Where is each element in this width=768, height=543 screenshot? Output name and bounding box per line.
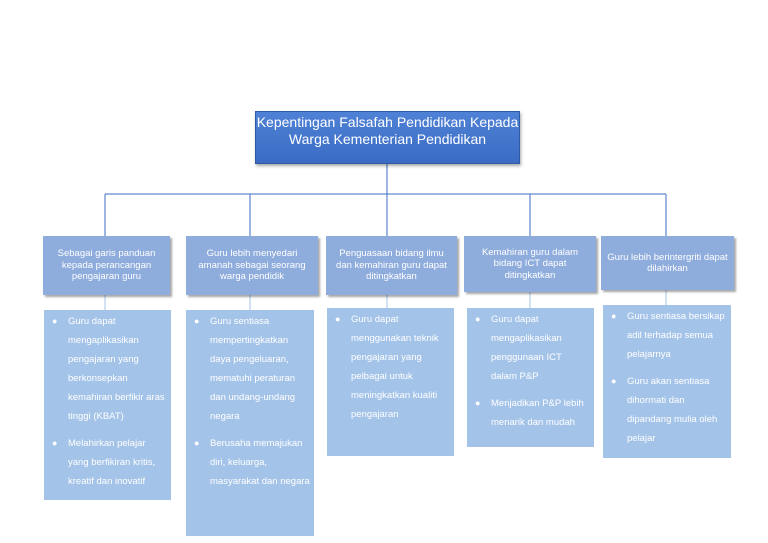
branch-4-heading-text: Kemahiran guru dalam bidang ICT dapat di… [481,246,579,281]
branch-3-details: ●Guru dapat menggunakan teknik pengajara… [327,308,454,456]
root-title: Kepentingan Falsafah Pendidikan Kepada W… [256,114,519,147]
branch-5-heading-text: Guru lebih berintergriti dapat dilahirka… [607,251,728,275]
branch-5-details: ●Guru sentiasa bersikap adil terhadap se… [603,305,731,458]
branch-2-details: ●Guru sentiasa mempertingkatkan daya pen… [186,310,314,536]
branch-4-details: ●Guru dapat mengaplikasikan penggunaan I… [467,308,594,447]
list-item: ●Guru dapat menggunakan teknik pengajara… [335,314,439,420]
branch-3-heading-text: Penguasaan bidang ilmu dan kemahiran gur… [336,248,447,283]
list-item: ●Guru sentiasa bersikap adil terhadap se… [611,311,725,360]
list-item: ●Melahirkan pelajar yang berfikiran krit… [52,438,156,487]
list-item: ●Guru dapat mengaplikasikan pengajaran y… [52,316,165,422]
branch-1-details: ●Guru dapat mengaplikasikan pengajaran y… [44,310,171,500]
list-item: ●Guru akan sentiasa dihormati dan dipand… [611,376,718,444]
list-item: ●Guru sentiasa mempertingkatkan daya pen… [194,316,296,422]
branch-2-heading: Guru lebih menyedari amanah sebagai seor… [186,236,318,295]
branch-5-heading: Guru lebih berintergriti dapat dilahirka… [601,236,734,290]
branch-3-heading: Penguasaan bidang ilmu dan kemahiran gur… [326,236,457,295]
list-item: ●Guru dapat mengaplikasikan penggunaan I… [475,314,562,382]
root-node: Kepentingan Falsafah Pendidikan Kepada W… [255,111,520,164]
branch-2-heading-text: Guru lebih menyedari amanah sebagai seor… [198,248,306,283]
branch-1-heading: Sebagai garis panduan kepada perancangan… [43,236,170,295]
list-item: ●Berusaha memajukan diri, keluarga, masy… [194,438,310,487]
list-item: ●Menjadikan P&P lebih menarik dan mudah [475,398,584,428]
branch-1-heading-text: Sebagai garis panduan kepada perancangan… [57,248,156,283]
branch-4-heading: Kemahiran guru dalam bidang ICT dapat di… [464,236,596,292]
